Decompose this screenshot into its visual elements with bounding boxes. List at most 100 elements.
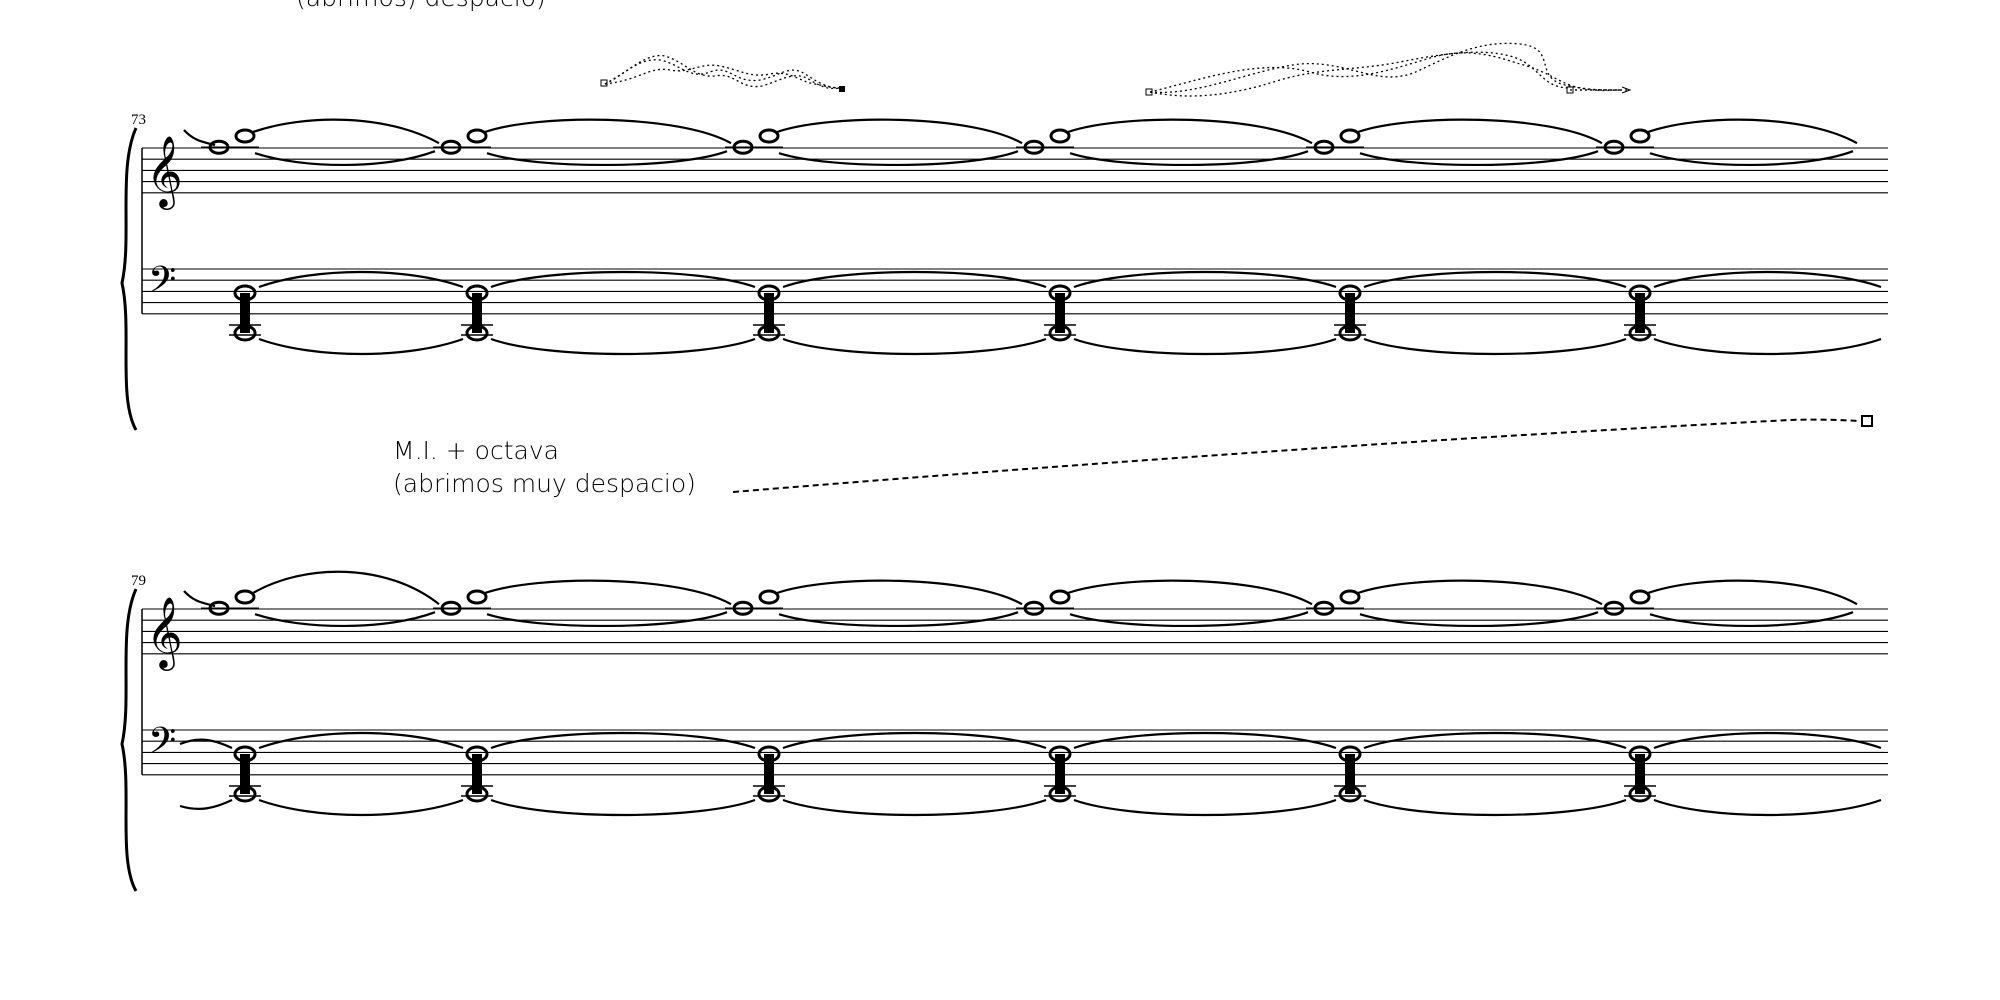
bass-slur-below [1653,798,1882,817]
tie-slur-above [1067,579,1313,606]
bass-staff [142,729,1888,776]
cluster-stem [1055,754,1065,794]
treble-chord [433,589,491,616]
note-head [1023,139,1045,155]
gesture-line-left [600,54,845,92]
note-head [1603,600,1625,616]
bass-slur-above [1653,270,1882,289]
bass-chord [461,745,493,803]
treble-chord [1596,589,1654,616]
measure-number: 79 [131,573,146,589]
annotation-line-2: (abrimos muy despacio) [393,469,696,498]
bass-slur-below [490,337,756,356]
cluster-stem [1635,293,1645,333]
bass-staff [142,268,1888,315]
tie-slur-above [484,579,732,606]
note-head [1048,324,1072,342]
bass-slur-below [490,798,756,817]
note-head [1048,284,1072,302]
note-head [757,324,781,342]
tie-slur-below [1359,611,1599,628]
note-head [1628,284,1652,302]
note-head [208,600,230,616]
note-head [732,600,754,616]
note-head [1338,785,1362,803]
note-head [1338,284,1362,302]
treble-chord [1016,589,1074,616]
tie-slur-below [1069,150,1309,167]
bass-slur-above [782,731,1047,750]
treble-chord [725,589,783,616]
octava-dashed-line [732,415,1873,493]
measure-number: 73 [131,112,146,128]
tie-slur-below [254,150,436,167]
note-head [758,589,780,605]
bass-slur-above [782,270,1047,289]
brace-icon [120,588,138,892]
note-head [440,139,462,155]
piano-system-2: 79𝄞𝄢 [120,570,1888,892]
tie-slur-below [778,150,1019,167]
bass-chord [461,284,493,342]
bass-slur-below [782,798,1047,817]
note-head [1628,745,1652,763]
tie-slur-above [252,570,440,606]
incoming-tie [179,799,233,810]
cluster-stem [240,293,250,333]
tie-slur-above [1357,118,1603,145]
bass-chord [1624,745,1656,803]
bass-slur-below [258,337,464,356]
bass-chord [1334,284,1366,342]
note-head [1049,589,1071,605]
treble-staff [142,147,1888,194]
bass-chord [753,745,785,803]
treble-chord [1596,128,1654,155]
note-head [1338,324,1362,342]
note-head [465,324,489,342]
note-head [465,745,489,763]
note-head [1603,139,1625,155]
note-head [1313,600,1335,616]
bass-clef-icon: 𝄢 [148,720,176,771]
tie-slur-above [776,118,1023,145]
bass-slur-below [1653,337,1882,356]
bass-slur-above [1363,731,1627,750]
incoming-tie [183,590,216,608]
bass-slur-above [258,270,464,289]
note-head [757,785,781,803]
tie-slur-above [1647,118,1858,145]
tie-slur-above [1357,579,1603,606]
bass-slur-above [490,270,756,289]
note-head [234,128,256,144]
note-head [208,139,230,155]
bass-slur-below [782,337,1047,356]
cluster-stem [240,754,250,794]
cluster-stem [1055,293,1065,333]
note-head [1313,139,1335,155]
tie-slur-below [486,150,728,167]
note-head [1339,589,1361,605]
bass-chord [229,745,261,803]
bass-slur-below [1363,798,1627,817]
treble-clef-icon: 𝄞 [146,134,183,210]
bass-chord [1624,284,1656,342]
note-head [233,284,257,302]
cluster-stem [764,754,774,794]
note-head [465,785,489,803]
note-head [1628,785,1652,803]
note-head [1629,589,1651,605]
treble-chord [1306,128,1364,155]
bass-chord [1044,284,1076,342]
treble-chord [201,589,259,616]
note-head [465,284,489,302]
treble-staff [142,608,1888,655]
bass-chord [229,284,261,342]
note-head [466,128,488,144]
tie-slur-above [252,118,440,145]
bass-chord [753,284,785,342]
note-head [233,785,257,803]
note-head [234,589,256,605]
incoming-tie [179,738,233,749]
note-head [233,324,257,342]
